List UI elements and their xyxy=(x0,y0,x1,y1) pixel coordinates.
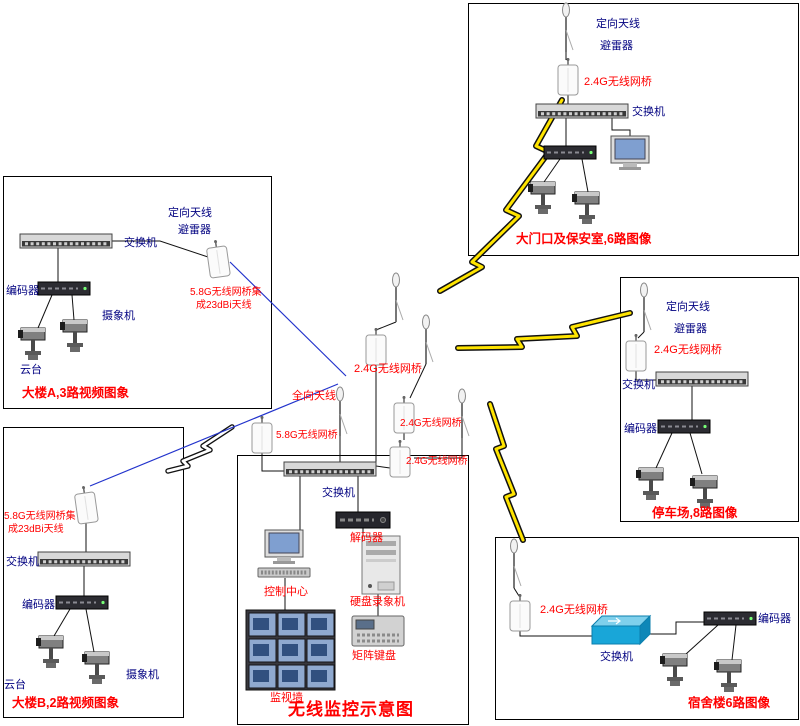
encoder-icon xyxy=(657,419,711,434)
building-b-camera-label: 摄象机 xyxy=(126,669,159,681)
camera-icon xyxy=(17,327,46,361)
matrix-keyboard-icon xyxy=(350,614,406,648)
switch-icon xyxy=(654,370,750,388)
omni-antenna-icon xyxy=(457,388,470,439)
switch-icon xyxy=(18,232,114,250)
building-a-bridge-label-2: 成23dBi天线 xyxy=(196,300,252,311)
center-monitor-wall-label: 监视墙 xyxy=(270,692,303,704)
directional-antenna-icon xyxy=(561,2,574,53)
wireless-bridge-icon xyxy=(557,57,579,96)
building-a-bridge-label-1: 5.8G无线网桥集 xyxy=(190,287,262,298)
center-control-label: 控制中心 xyxy=(264,586,308,598)
wireless-bridge-icon xyxy=(251,415,273,454)
camera-icon xyxy=(81,651,110,685)
wireless-bridge-icon xyxy=(204,238,232,279)
omni-antenna-icon xyxy=(335,386,348,437)
control-pc-keyboard-icon xyxy=(256,566,312,579)
switch-icon xyxy=(36,550,132,568)
parking-caption: 停车场,8路图像 xyxy=(652,506,738,520)
building-a-arrester-label: 避雷器 xyxy=(178,224,211,236)
gate-switch-label: 交换机 xyxy=(632,106,665,118)
center-bridge-24-lower-label: 2.4G无线网桥 xyxy=(406,456,468,467)
center-switch-label: 交换机 xyxy=(322,487,355,499)
switch-icon xyxy=(282,460,378,478)
omni-antenna-icon xyxy=(421,314,434,365)
camera-icon xyxy=(689,475,718,509)
omni-antenna-icon xyxy=(391,272,404,323)
wireless-bridge-icon xyxy=(365,327,387,366)
connection-lines xyxy=(37,52,737,661)
gate-bridge-label: 2.4G无线网桥 xyxy=(584,76,652,88)
wireless-link-bolt-dorm xyxy=(487,401,526,543)
wireless-link-lines xyxy=(89,261,347,487)
building-a-pantilt-label: 云台 xyxy=(20,364,42,376)
gate-region-box xyxy=(468,3,799,256)
center-bridge-58-label: 5.8G无线网桥 xyxy=(276,430,338,441)
building-a-camera-label: 摄象机 xyxy=(102,310,135,322)
parking-encoder-label: 编码器 xyxy=(624,423,657,435)
building-b-switch-label: 交换机 xyxy=(6,556,39,568)
gate-arrester-label: 避雷器 xyxy=(600,40,633,52)
building-b-bridge-label-1: 5.8G无线网桥集 xyxy=(4,511,76,522)
gate-caption: 大门口及保安室,6路图像 xyxy=(516,232,652,246)
center-matrix-keyboard-label: 矩阵键盘 xyxy=(352,650,396,662)
wireless-bridge-icon xyxy=(72,484,100,525)
building-b-encoder-label: 编码器 xyxy=(22,599,55,611)
control-pc-monitor-icon xyxy=(264,529,304,565)
parking-arrester-label: 避雷器 xyxy=(674,323,707,335)
camera-icon xyxy=(713,659,742,693)
dorm-bridge-label: 2.4G无线网桥 xyxy=(540,604,608,616)
wireless-link-bolt-parking xyxy=(455,310,633,351)
decoder-icon xyxy=(334,510,392,530)
building-a-region-box xyxy=(3,176,272,409)
encoder-icon xyxy=(543,145,597,160)
center-relay-bridge-label: 2.4G无线网桥 xyxy=(354,363,422,375)
dorm-encoder-label: 编码器 xyxy=(758,613,791,625)
building-a-antenna-label: 定向天线 xyxy=(168,207,212,219)
camera-icon xyxy=(659,653,688,687)
center-decoder-label: 解码器 xyxy=(350,532,383,544)
parking-switch-label: 交换机 xyxy=(622,379,655,391)
dorm-caption: 宿舍楼6路图像 xyxy=(688,696,770,710)
building-a-caption: 大楼A,3路视频图象 xyxy=(22,386,129,400)
wireless-link-bolt-gate xyxy=(437,97,565,294)
switch-icon xyxy=(534,102,630,120)
directional-antenna-icon xyxy=(509,538,522,589)
building-b-region-box xyxy=(3,427,184,718)
camera-icon xyxy=(635,467,664,501)
building-b-caption: 大楼B,2路视频图象 xyxy=(12,696,119,710)
building-b-bridge-label-2: 成23dBi天线 xyxy=(8,524,64,535)
monitor-wall-icon xyxy=(245,609,336,691)
dvr-icon xyxy=(361,535,401,595)
encoder-icon xyxy=(37,281,91,296)
encoder-icon xyxy=(703,611,757,626)
wireless-bridge-icon xyxy=(625,333,647,372)
building-b-pantilt-label: 云台 xyxy=(4,679,26,691)
gate-antenna-label: 定向天线 xyxy=(596,18,640,30)
center-omni-antenna-label: 全向天线 xyxy=(292,390,336,402)
wireless-bridge-icon xyxy=(509,593,531,632)
dorm-region-box xyxy=(495,537,799,720)
wireless-link-bolt-building-b xyxy=(165,424,235,474)
workstation-monitor-icon xyxy=(610,135,650,171)
building-a-switch-label: 交换机 xyxy=(124,237,157,249)
parking-region-box xyxy=(620,277,799,522)
center-bridge-24-upper-label: 2.4G无线网桥 xyxy=(400,418,462,429)
blue-switch-icon xyxy=(591,615,651,645)
parking-bridge-label: 2.4G无线网桥 xyxy=(654,344,722,356)
diagram-title: 无线监控示意图 xyxy=(288,700,414,719)
directional-antenna-icon xyxy=(639,282,652,333)
control-center-region-box xyxy=(237,455,469,725)
building-a-encoder-label: 编码器 xyxy=(6,285,39,297)
encoder-icon xyxy=(55,595,109,610)
center-dvr-label: 硬盘录象机 xyxy=(350,596,405,608)
camera-icon xyxy=(35,635,64,669)
camera-icon xyxy=(59,319,88,353)
dorm-switch-label: 交换机 xyxy=(600,651,633,663)
parking-antenna-label: 定向天线 xyxy=(666,301,710,313)
camera-icon xyxy=(571,191,600,225)
camera-icon xyxy=(527,181,556,215)
